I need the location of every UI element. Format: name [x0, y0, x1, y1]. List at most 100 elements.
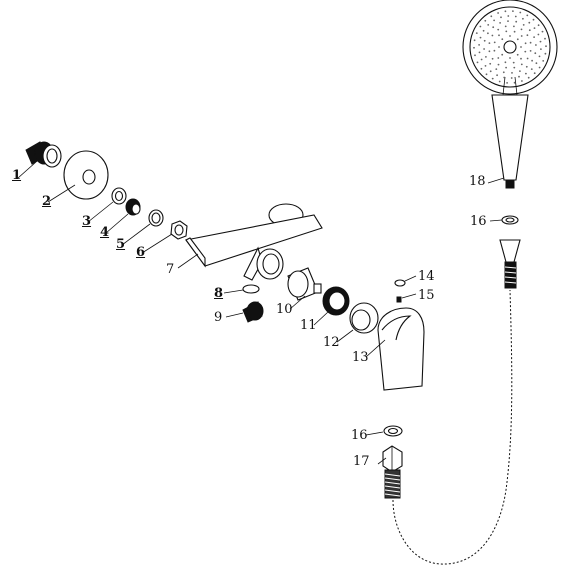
nozzle-dot: [493, 19, 495, 22]
nozzle-dot: [504, 25, 507, 28]
nozzle-dot: [520, 63, 523, 66]
nozzle-dot: [540, 48, 542, 50]
nozzle-dot: [490, 15, 493, 18]
nozzle-dot: [485, 73, 488, 76]
nozzle-dot: [505, 30, 508, 33]
nozzle-dot: [520, 35, 523, 37]
nozzle-dot: [492, 26, 495, 29]
nozzle-dot: [526, 14, 529, 17]
part-label-17: 17: [353, 454, 370, 469]
nozzle-dot: [513, 30, 516, 33]
wall-flange: [47, 150, 109, 203]
nozzle-dot: [516, 53, 519, 56]
nozzle-dot: [504, 10, 507, 13]
nozzle-dot: [479, 25, 482, 28]
nozzle-dot: [524, 42, 527, 45]
nozzle-dot: [473, 46, 475, 49]
part-label-16-lower: 16: [351, 428, 368, 443]
nozzle-dot: [516, 38, 519, 41]
hose-cone-fitting: [499, 239, 521, 289]
nozzle-dot: [522, 17, 524, 20]
nozzle-dot: [506, 82, 508, 84]
nozzle-dot: [538, 55, 541, 58]
part-label-10: 10: [276, 302, 293, 317]
nozzle-dot: [498, 46, 500, 48]
nozzle-dot: [520, 46, 522, 48]
aerator: [225, 301, 264, 323]
nozzle-dot: [528, 29, 531, 32]
nozzle-dot: [520, 28, 523, 31]
part-label-11: 11: [300, 318, 317, 333]
washer: [87, 187, 127, 223]
cartridge: [287, 267, 322, 310]
nozzle-dot: [513, 25, 515, 28]
nozzle-dot: [537, 33, 540, 36]
nozzle-dot: [493, 41, 496, 44]
part-label-2: 2: [42, 194, 52, 209]
nozzle-dot: [495, 68, 498, 70]
mixer-body: [177, 203, 323, 281]
nozzle-dot: [518, 75, 520, 78]
hose-connector: [377, 445, 403, 499]
handle-adapter: [336, 302, 379, 343]
nozzle-dot: [483, 39, 486, 42]
nozzle-dot: [496, 74, 498, 77]
nozzle-dot: [544, 37, 546, 40]
spray-nozzles: [473, 10, 547, 84]
cartridge-nut: [313, 286, 350, 326]
nozzle-dot: [493, 49, 496, 52]
nozzle-dot: [533, 27, 536, 29]
connecting-nut: [141, 220, 188, 254]
nozzle-dot: [534, 52, 537, 55]
nozzle-dot: [519, 70, 521, 72]
nozzle-dot: [489, 62, 492, 65]
nozzle-dot: [509, 35, 511, 37]
part-label-4: 4: [100, 225, 110, 240]
nozzle-dot: [510, 77, 513, 79]
nozzle-dot: [478, 51, 481, 54]
nozzle-dot: [475, 32, 478, 34]
part-label-12: 12: [323, 335, 340, 350]
nozzle-dot: [497, 28, 500, 31]
nozzle-dot: [484, 19, 487, 22]
nozzle-dot: [545, 45, 547, 48]
nozzle-dot: [538, 66, 541, 69]
part-label-16-upper: 16: [470, 214, 487, 229]
nozzle-dot: [473, 39, 476, 42]
nozzle-dot: [489, 70, 492, 73]
nozzle-dot: [525, 65, 528, 68]
nozzle-dot: [474, 54, 476, 57]
nozzle-dot: [511, 72, 513, 74]
nozzle-dot: [522, 24, 525, 26]
indicator-cap: [394, 275, 417, 287]
nozzle-dot: [507, 20, 509, 22]
nozzle-dot: [529, 41, 532, 44]
nozzle-dot: [479, 36, 482, 39]
eccentric-connector: [17, 141, 62, 179]
nozzle-dot: [541, 30, 544, 33]
nozzle-dot: [484, 65, 487, 67]
part-label-5: 5: [116, 237, 126, 252]
nozzle-dot: [498, 34, 500, 37]
nozzle-dot: [528, 21, 531, 24]
nozzle-dot: [478, 44, 480, 46]
part-label-13: 13: [352, 350, 369, 365]
nozzle-dot: [480, 67, 483, 70]
nozzle-dot: [491, 34, 494, 37]
nozzle-dot: [482, 29, 485, 32]
nozzle-dot: [521, 80, 523, 82]
nozzle-dot: [500, 16, 502, 19]
nozzle-dot: [544, 52, 547, 55]
nozzle-dot: [483, 48, 485, 50]
nozzle-dot: [502, 71, 505, 74]
part-label-9: 9: [214, 310, 223, 325]
nozzle-dot: [533, 36, 535, 38]
hand-shower: [462, 0, 558, 189]
nozzle-dot: [530, 68, 533, 70]
nozzle-dot: [527, 76, 530, 79]
nozzle-dot: [491, 57, 494, 60]
nozzle-dot: [485, 56, 487, 58]
nozzle-dot: [509, 57, 511, 59]
nozzle-dot: [537, 24, 540, 27]
